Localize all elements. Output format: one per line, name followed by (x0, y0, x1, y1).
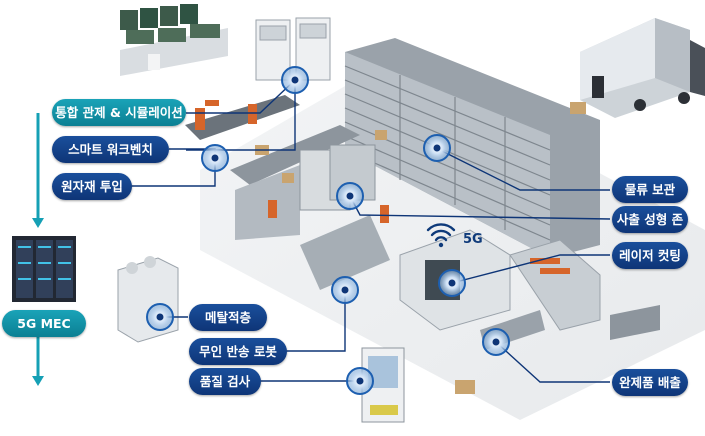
label-logistics-storage: 물류 보관 (612, 176, 688, 203)
label-5g-mec: 5G MEC (2, 310, 86, 337)
label-injection-molding-zone: 사출 성형 존 (612, 206, 688, 233)
wifi-dot (438, 242, 444, 248)
control-room (120, 4, 228, 76)
pallet-box (570, 102, 586, 114)
label-finished-goods-out: 완제품 배출 (612, 369, 688, 396)
robot-arms (195, 100, 570, 274)
label-integrated-control: 통합 관제 & 시뮬레이션 (52, 99, 186, 126)
label-laser-cutting: 레이저 컷팅 (612, 242, 688, 269)
hotspots (146, 66, 510, 395)
truck (580, 18, 705, 118)
inspection-station (361, 347, 405, 423)
arrow-head-down-icon (32, 376, 44, 386)
label-quality-inspection: 품질 검사 (189, 368, 261, 395)
mec-server (12, 236, 76, 302)
wifi-icon (426, 223, 456, 242)
wireless-5g-label: 5G (463, 232, 483, 247)
label-smart-workbench: 스마트 워크벤치 (52, 136, 169, 163)
label-agv-robot: 무인 반송 로봇 (189, 338, 287, 365)
label-raw-material-input: 원자재 투입 (52, 173, 132, 200)
workbench-group (255, 17, 331, 81)
arrow-head-down-icon (32, 218, 44, 228)
metal-printer (117, 256, 179, 343)
label-metal-additive: 메탈적층 (189, 304, 267, 331)
